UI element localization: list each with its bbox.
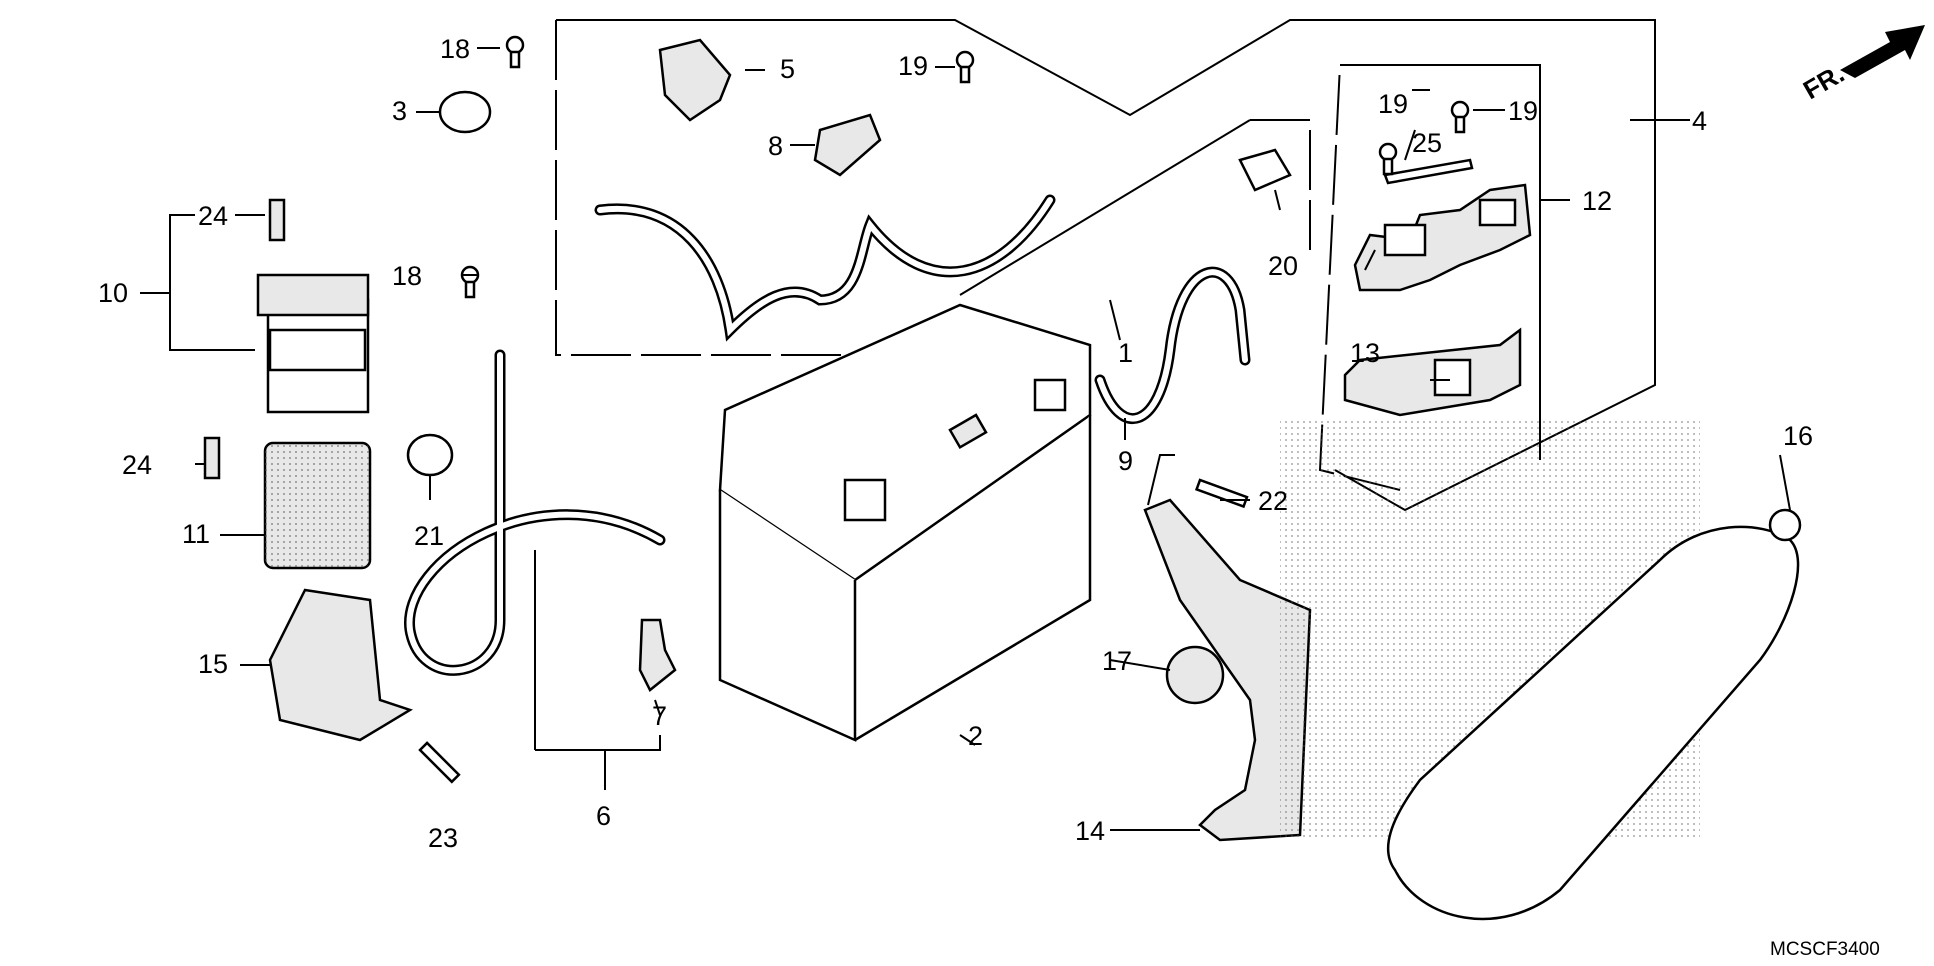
screw-19c: [1450, 100, 1470, 134]
leader-lines: [140, 47, 1791, 831]
label-14: 14: [1075, 816, 1105, 846]
diagram-code: MCSCF3400: [1770, 939, 1880, 960]
starter-cable: [404, 349, 666, 676]
flange-bolt-2: [418, 741, 461, 784]
clamp-2: [406, 433, 454, 477]
label-3: 3: [392, 96, 407, 126]
fuse-24b: [203, 436, 221, 480]
label-25: 25: [1412, 128, 1442, 158]
cable-clip: [1238, 148, 1292, 192]
label-7: 7: [652, 701, 667, 731]
label-19a: 19: [898, 51, 928, 81]
front-direction-label: FR.: [1798, 58, 1849, 105]
label-8: 8: [768, 131, 783, 161]
terminal-cover: [658, 38, 732, 122]
fuse-link: [1383, 158, 1474, 185]
label-12: 12: [1582, 186, 1612, 216]
front-direction-indicator: FR.: [1798, 25, 1925, 105]
label-1: 1: [1118, 338, 1133, 368]
starter-relay: [256, 273, 370, 414]
harness-cable: [594, 194, 1056, 342]
bolt-18b: [460, 265, 480, 299]
fuse-box-cover: [1343, 327, 1522, 417]
label-10: 10: [98, 278, 128, 308]
label-23: 23: [428, 823, 458, 853]
clamp: [438, 90, 492, 134]
bolt-18a: [505, 35, 525, 69]
label-21: 21: [414, 521, 444, 551]
label-9: 9: [1118, 446, 1133, 476]
label-5: 5: [780, 54, 795, 84]
label-11: 11: [182, 519, 210, 549]
terminal-cover-2: [813, 113, 882, 177]
label-18a: 18: [440, 34, 470, 64]
label-2: 2: [968, 721, 983, 751]
label-24b: 24: [122, 450, 152, 480]
front-arrow-icon: [1840, 25, 1925, 78]
side-cover: [1280, 420, 1802, 921]
label-22: 22: [1258, 486, 1288, 516]
label-18b: 18: [392, 261, 422, 291]
label-4: 4: [1692, 106, 1707, 136]
label-15: 15: [198, 649, 228, 679]
ground-cable: [1094, 266, 1251, 424]
fuse-24a: [268, 198, 286, 242]
terminal-boot: [638, 618, 677, 692]
screw-19a: [955, 50, 975, 84]
battery: [718, 303, 1092, 742]
flange-bolt: [1194, 478, 1249, 509]
battery-bracket: [1143, 498, 1312, 842]
harness-inner-boundary: [959, 119, 1311, 296]
relay-rubber: [263, 441, 372, 570]
label-13: 13: [1350, 338, 1380, 368]
part-labels: 1 2 3 4 5 6 7 8 9 10 11 12 13 14 15 16 1…: [98, 34, 1813, 853]
screw-19b: [1378, 142, 1398, 176]
fuse-box: [1353, 183, 1532, 292]
label-17: 17: [1102, 646, 1132, 676]
label-19b: 19: [1378, 89, 1408, 119]
relay-stay: [268, 588, 413, 742]
grommet: [1165, 645, 1225, 705]
label-20: 20: [1268, 251, 1298, 281]
label-19c: 19: [1508, 96, 1538, 126]
label-16: 16: [1783, 421, 1813, 451]
label-6: 6: [596, 801, 611, 831]
label-24a: 24: [198, 201, 228, 231]
